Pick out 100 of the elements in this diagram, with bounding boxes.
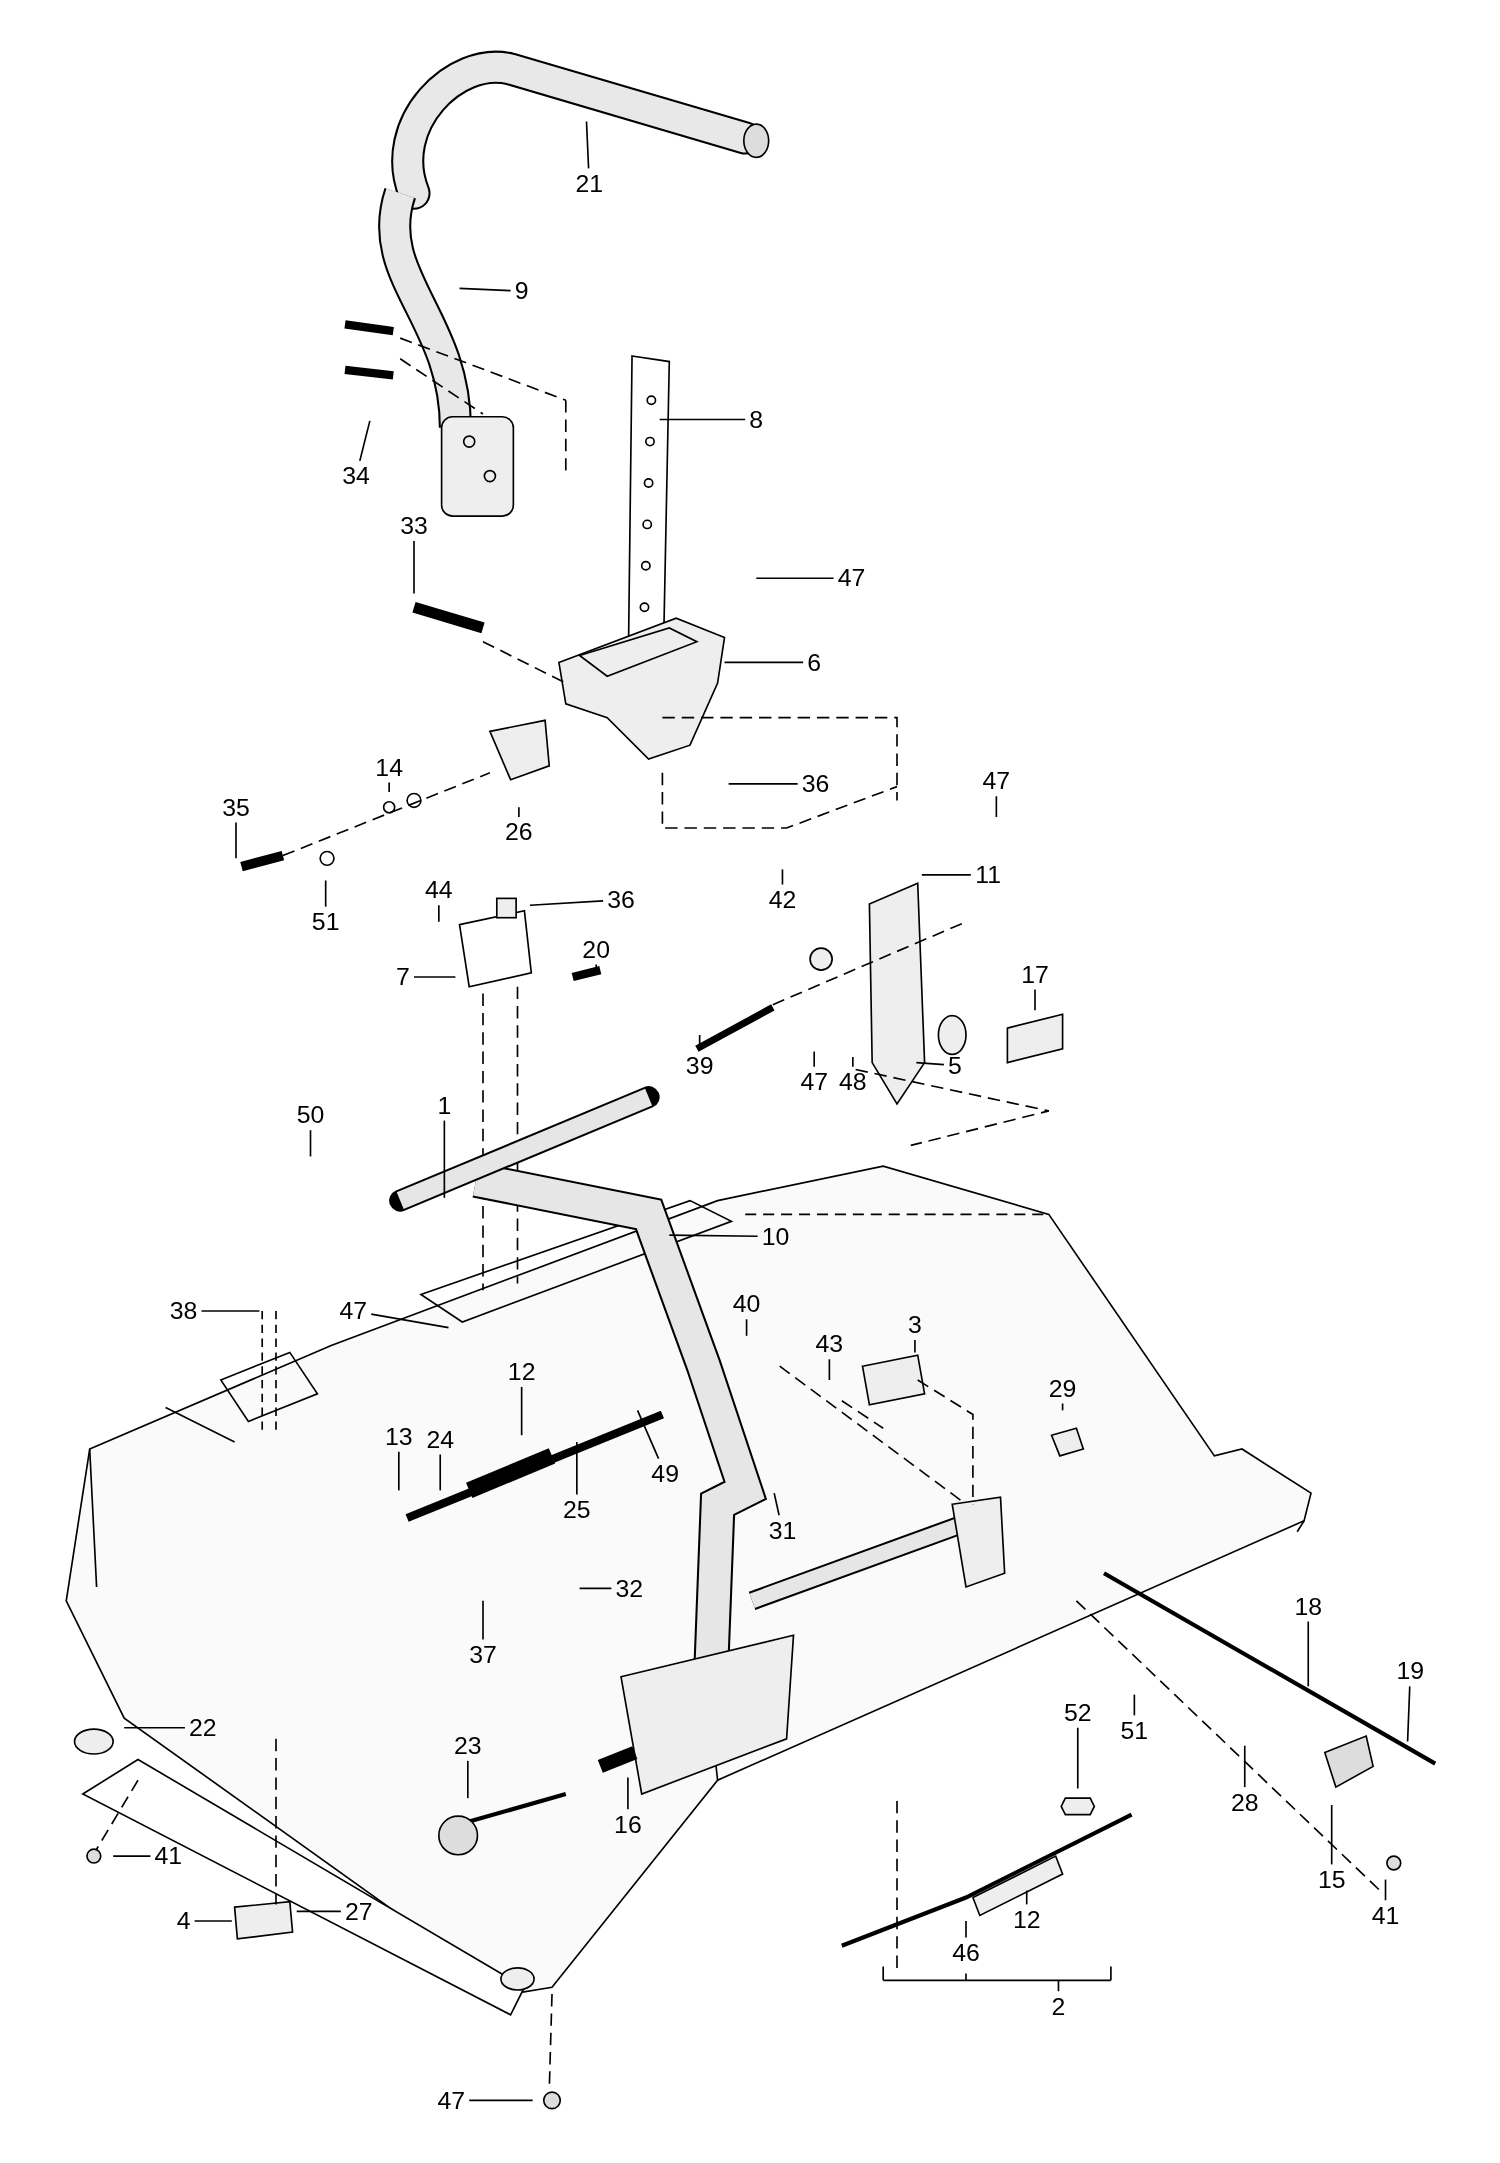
leader-line <box>468 2099 534 2102</box>
callout-number: 48 <box>837 1068 869 1096</box>
leader-line <box>852 1056 854 1068</box>
callout-number: 15 <box>1316 1865 1347 1894</box>
leader-line <box>576 1441 578 1496</box>
leader-line <box>443 1119 446 1199</box>
leader-line <box>200 1310 261 1312</box>
leader-line <box>1384 1878 1387 1902</box>
callout-number: 38 <box>168 1297 199 1325</box>
callout-number: 44 <box>423 876 455 904</box>
callout-number: 10 <box>760 1222 791 1251</box>
leader-line <box>388 781 390 793</box>
callout-number: 47 <box>836 564 867 592</box>
callout-number: 43 <box>814 1330 845 1358</box>
callout-number: 41 <box>1370 1901 1401 1930</box>
leader-line <box>921 874 972 876</box>
leader-line <box>745 1318 748 1337</box>
callout-number: 36 <box>800 770 831 798</box>
callout-number: 32 <box>614 1574 645 1603</box>
leader-line <box>482 1599 484 1641</box>
leader-line <box>398 1450 400 1492</box>
leader-line <box>413 976 457 978</box>
callout-number: 39 <box>684 1051 715 1080</box>
callout-number: 3 <box>906 1311 924 1339</box>
callout-number: 50 <box>295 1101 326 1129</box>
leader-line <box>235 821 237 860</box>
callout-number: 17 <box>1019 960 1051 989</box>
callout-number: 51 <box>1119 1716 1150 1745</box>
leader-line <box>439 1453 442 1492</box>
leader-line <box>518 806 520 818</box>
callout-number: 42 <box>767 885 798 914</box>
callout-number: 5 <box>946 1051 964 1080</box>
leader-line <box>755 577 835 580</box>
leader-line <box>915 1061 945 1066</box>
callout-number: 26 <box>503 818 535 846</box>
callout-number: 12 <box>1011 1905 1042 1934</box>
leader-line <box>668 1234 759 1238</box>
callout-number: 19 <box>1395 1657 1426 1685</box>
callout-number: 40 <box>731 1290 762 1318</box>
callout-number: 6 <box>805 648 823 677</box>
callout-number: 27 <box>343 1897 374 1926</box>
callout-number: 33 <box>398 512 430 540</box>
callout-number: 47 <box>436 2086 467 2115</box>
leader-line <box>658 418 747 421</box>
callout-number: 41 <box>153 1842 184 1870</box>
leader-line <box>781 868 784 886</box>
callout-number: 47 <box>799 1068 830 1096</box>
leader-line <box>1034 988 1036 1011</box>
leader-line <box>585 120 590 170</box>
leader-line <box>458 287 512 292</box>
leader-line <box>698 1034 701 1051</box>
leader-line <box>578 1587 613 1590</box>
leader-line <box>813 1050 816 1068</box>
callout-number: 22 <box>187 1713 219 1742</box>
leader-line <box>995 795 998 818</box>
callout-number: 9 <box>513 277 530 305</box>
leader-line <box>309 1129 312 1158</box>
callout-number: 35 <box>220 793 252 822</box>
callout-number: 23 <box>452 1731 483 1760</box>
callout-number: 18 <box>1293 1592 1324 1621</box>
leader-line <box>1307 1620 1310 1688</box>
leader-line <box>828 1358 831 1381</box>
leader-line <box>636 1409 660 1460</box>
leader-line <box>529 900 604 907</box>
leader-line <box>123 1726 186 1729</box>
leader-line <box>520 1386 523 1437</box>
leader-line <box>965 1920 967 1939</box>
leader-line <box>112 1855 152 1857</box>
callout-number: 12 <box>506 1357 537 1386</box>
callout-number: 46 <box>950 1938 982 1967</box>
leader-line <box>467 1760 469 1799</box>
callout-number: 51 <box>310 908 341 936</box>
leader-line <box>413 540 415 595</box>
leader-line <box>627 1776 629 1810</box>
leader-line <box>1061 1402 1064 1412</box>
callout-number: 13 <box>383 1422 414 1451</box>
leader-line <box>438 904 440 923</box>
callout-number: 24 <box>425 1425 456 1454</box>
callout-number: 25 <box>561 1495 593 1524</box>
callout-number: 31 <box>767 1516 798 1545</box>
callout-number: 16 <box>612 1810 644 1839</box>
leader-line <box>295 1910 342 1913</box>
leader-line <box>727 783 799 785</box>
callout-number: 1 <box>436 1091 453 1120</box>
callout-number: 37 <box>467 1640 499 1669</box>
leader-line <box>1133 1693 1136 1717</box>
leader-line <box>914 1339 916 1354</box>
callout-number: 47 <box>981 767 1012 795</box>
leader-line <box>370 1313 450 1329</box>
leader-line <box>359 420 371 462</box>
callout-number: 52 <box>1062 1698 1093 1727</box>
callout-number: 34 <box>340 462 372 490</box>
callout-number: 14 <box>373 753 405 782</box>
callout-number: 49 <box>649 1460 681 1488</box>
leader-line <box>1076 1726 1079 1790</box>
callout-number: 7 <box>394 963 412 991</box>
leader-line <box>1406 1685 1411 1743</box>
leader-line <box>1025 1889 1028 1906</box>
callout-number: 21 <box>574 169 605 198</box>
callout-number: 29 <box>1047 1374 1078 1403</box>
